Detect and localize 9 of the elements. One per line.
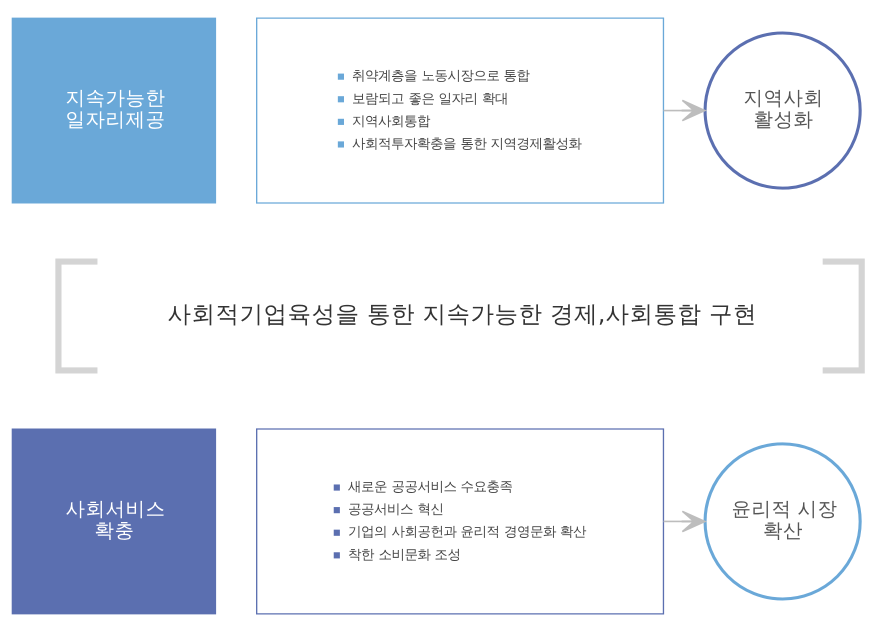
node-box: 취약계층을 노동시장으로 통합 보람되고 좋은 일자리 확대 지역사회통합 사회적투자확충을 통한 지역경제활성화 <box>256 16 664 204</box>
node-box: 새로운 공공서비스 수요충족 공공서비스 혁신 기업의 사회공헌과 윤리적 경영문화 확산 착한 소비문화 조성 <box>256 428 664 614</box>
node-box: 사회서비스 확충 <box>12 428 216 614</box>
node-circle: 지역사회 활성화 <box>704 30 862 190</box>
node-box: 지속가능한 일자리제공 <box>12 17 216 204</box>
arrow <box>664 510 706 532</box>
node-text: 사회적기업육성을 통한 지속가능한 경제,사회통합 구현 <box>167 300 757 328</box>
node-circle: 윤리적 시장 확산 <box>704 442 862 600</box>
arrow <box>664 99 706 121</box>
